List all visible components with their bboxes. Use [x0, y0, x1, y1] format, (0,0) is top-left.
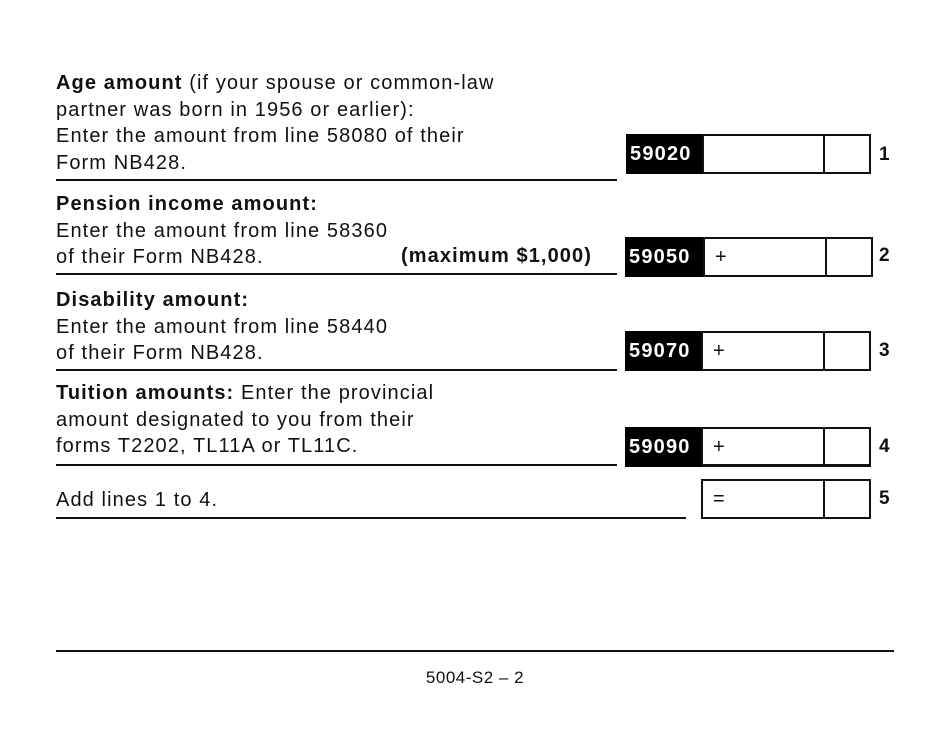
line-2-number: 2 — [879, 245, 890, 266]
line-4-title: Tuition amounts: — [56, 382, 235, 404]
line-5-rule — [56, 517, 686, 519]
line-3-cents-field[interactable] — [823, 333, 869, 369]
line-2-amount-field[interactable]: + — [703, 237, 873, 277]
line-4-rule — [56, 464, 617, 466]
line-1-rule — [56, 179, 617, 181]
line-3-number: 3 — [879, 340, 890, 361]
line-4-description: Tuition amounts: Enter the provincial am… — [56, 382, 435, 457]
line-5-cents-field[interactable] — [823, 481, 869, 517]
line-3-operator: + — [713, 340, 725, 362]
line-2-cents-field[interactable] — [825, 239, 871, 275]
line-5-number: 5 — [879, 488, 890, 509]
line-2-code: 59050 — [625, 237, 703, 277]
line-4-amount-field[interactable]: + — [701, 427, 871, 467]
line-1-cents-field[interactable] — [823, 136, 869, 172]
line-4-cents-field[interactable] — [823, 429, 869, 464]
line-5-operator: = — [713, 488, 725, 510]
line-5-description: Add lines 1 to 4. — [56, 489, 219, 511]
line-3-title: Disability amount: — [56, 289, 250, 311]
line-2-rule — [56, 273, 617, 275]
line-4-number: 4 — [879, 436, 890, 457]
line-2-description: Pension income amount: Enter the amount … — [56, 193, 389, 268]
page-label: 5004-S2 – 2 — [425, 668, 525, 687]
line-2-title: Pension income amount: — [56, 193, 319, 215]
line-1-code: 59020 — [626, 134, 704, 174]
line-4-operator: + — [713, 436, 725, 458]
line-5-total-field[interactable]: = — [701, 479, 871, 519]
line-1-title: Age amount — [56, 72, 183, 94]
line-2-maximum-note: (maximum $1,000) — [401, 245, 593, 267]
footer-rule — [56, 650, 894, 652]
line-1-amount-field[interactable] — [702, 134, 871, 174]
line-4-code: 59090 — [625, 427, 703, 467]
line-1-description: Age amount (if your spouse or common-law… — [56, 72, 495, 174]
line-3-code: 59070 — [625, 331, 703, 371]
line-3-amount-field[interactable]: + — [701, 331, 871, 371]
line-3-rule — [56, 369, 617, 371]
line-1-number: 1 — [879, 144, 890, 165]
line-3-description: Disability amount: Enter the amount from… — [56, 289, 389, 364]
line-2-operator: + — [715, 246, 727, 268]
